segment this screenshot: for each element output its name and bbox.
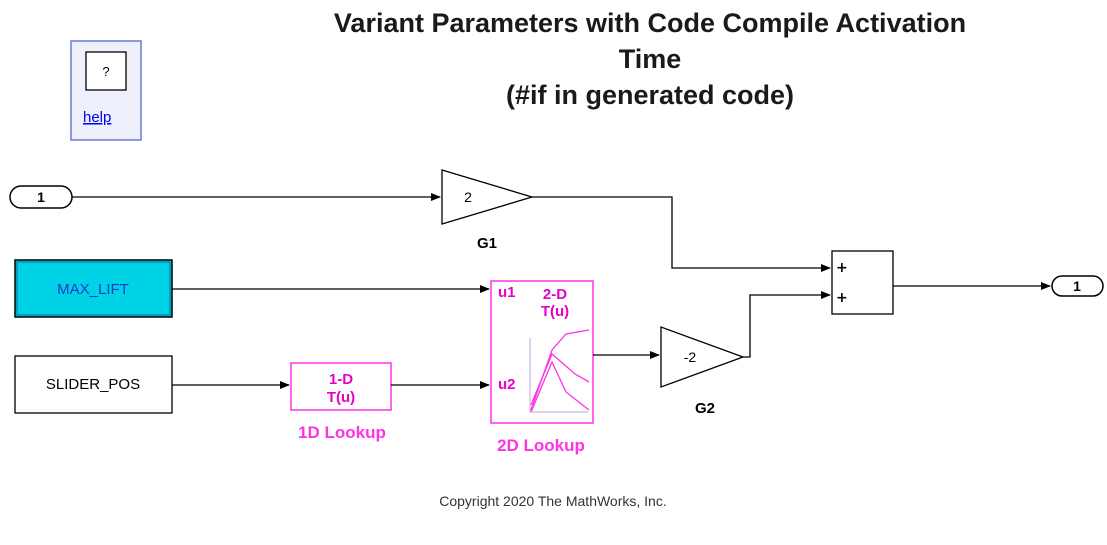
lookup-2d-line2: T(u)	[541, 303, 569, 320]
lookup-1d-block[interactable]: 1-D T(u)	[290, 362, 392, 411]
sum-box	[831, 250, 894, 315]
help-block[interactable]: ? help	[70, 40, 142, 141]
lookup-2d-label: 2D Lookup	[497, 436, 585, 455]
outport-1[interactable]: 1	[1051, 275, 1104, 297]
lookup-2d-plot-icon	[529, 329, 590, 413]
gain-g1-block[interactable]: 2	[441, 169, 535, 225]
signal-g2-to-sum	[743, 291, 831, 358]
lookup-1d-line2: T(u)	[327, 389, 355, 406]
max-lift-box	[14, 259, 173, 318]
lookup-1d-line1: 1-D	[329, 371, 353, 388]
help-icon: ?	[102, 64, 109, 79]
max-lift-text: MAX_LIFT	[57, 281, 129, 298]
gain-g1-label: G1	[477, 235, 497, 252]
lookup-2d-input-u1: u1	[498, 284, 516, 301]
copyright-text: Copyright 2020 The MathWorks, Inc.	[439, 493, 666, 509]
inport-number: 1	[37, 189, 45, 205]
title-line-3: (#if in generated code)	[506, 80, 794, 110]
lookup-2d-line1: 2-D	[543, 286, 567, 303]
lookup-2d-input-u2: u2	[498, 376, 516, 393]
signal-g1-to-sum	[532, 196, 831, 272]
gain-g2-value: -2	[684, 349, 697, 365]
lookup-2d-block[interactable]: 2-D T(u) u1 u2	[490, 280, 594, 424]
help-icon-box	[85, 51, 127, 91]
outport-number: 1	[1073, 278, 1081, 294]
sum-sign-2: +	[836, 290, 848, 306]
signal-lines	[72, 193, 1051, 389]
slider-pos-constant[interactable]: SLIDER_POS	[14, 355, 173, 414]
sum-block[interactable]: + +	[831, 250, 894, 315]
sum-sign-1: +	[836, 260, 848, 276]
slider-pos-box	[14, 355, 173, 414]
max-lift-constant[interactable]: MAX_LIFT	[14, 259, 173, 318]
gain-g2-block[interactable]: -2	[660, 326, 745, 388]
title-line-1: Variant Parameters with Code Compile Act…	[334, 8, 966, 38]
lookup-1d-label: 1D Lookup	[298, 423, 386, 442]
slider-pos-text: SLIDER_POS	[46, 376, 140, 393]
title-line-2: Time	[619, 44, 682, 74]
gain-g1-value: 2	[464, 189, 472, 205]
gain-g1-triangle	[441, 169, 535, 225]
diagram-title: Variant Parameters with Code Compile Act…	[334, 8, 966, 110]
max-lift-inner-border	[16, 261, 171, 316]
help-link[interactable]: help	[83, 109, 111, 126]
inport-1[interactable]: 1	[9, 185, 73, 209]
outport-shape	[1051, 275, 1104, 297]
gain-g2-label: G2	[695, 400, 715, 417]
gain-g2-triangle	[660, 326, 745, 388]
lookup-1d-box	[290, 362, 392, 411]
